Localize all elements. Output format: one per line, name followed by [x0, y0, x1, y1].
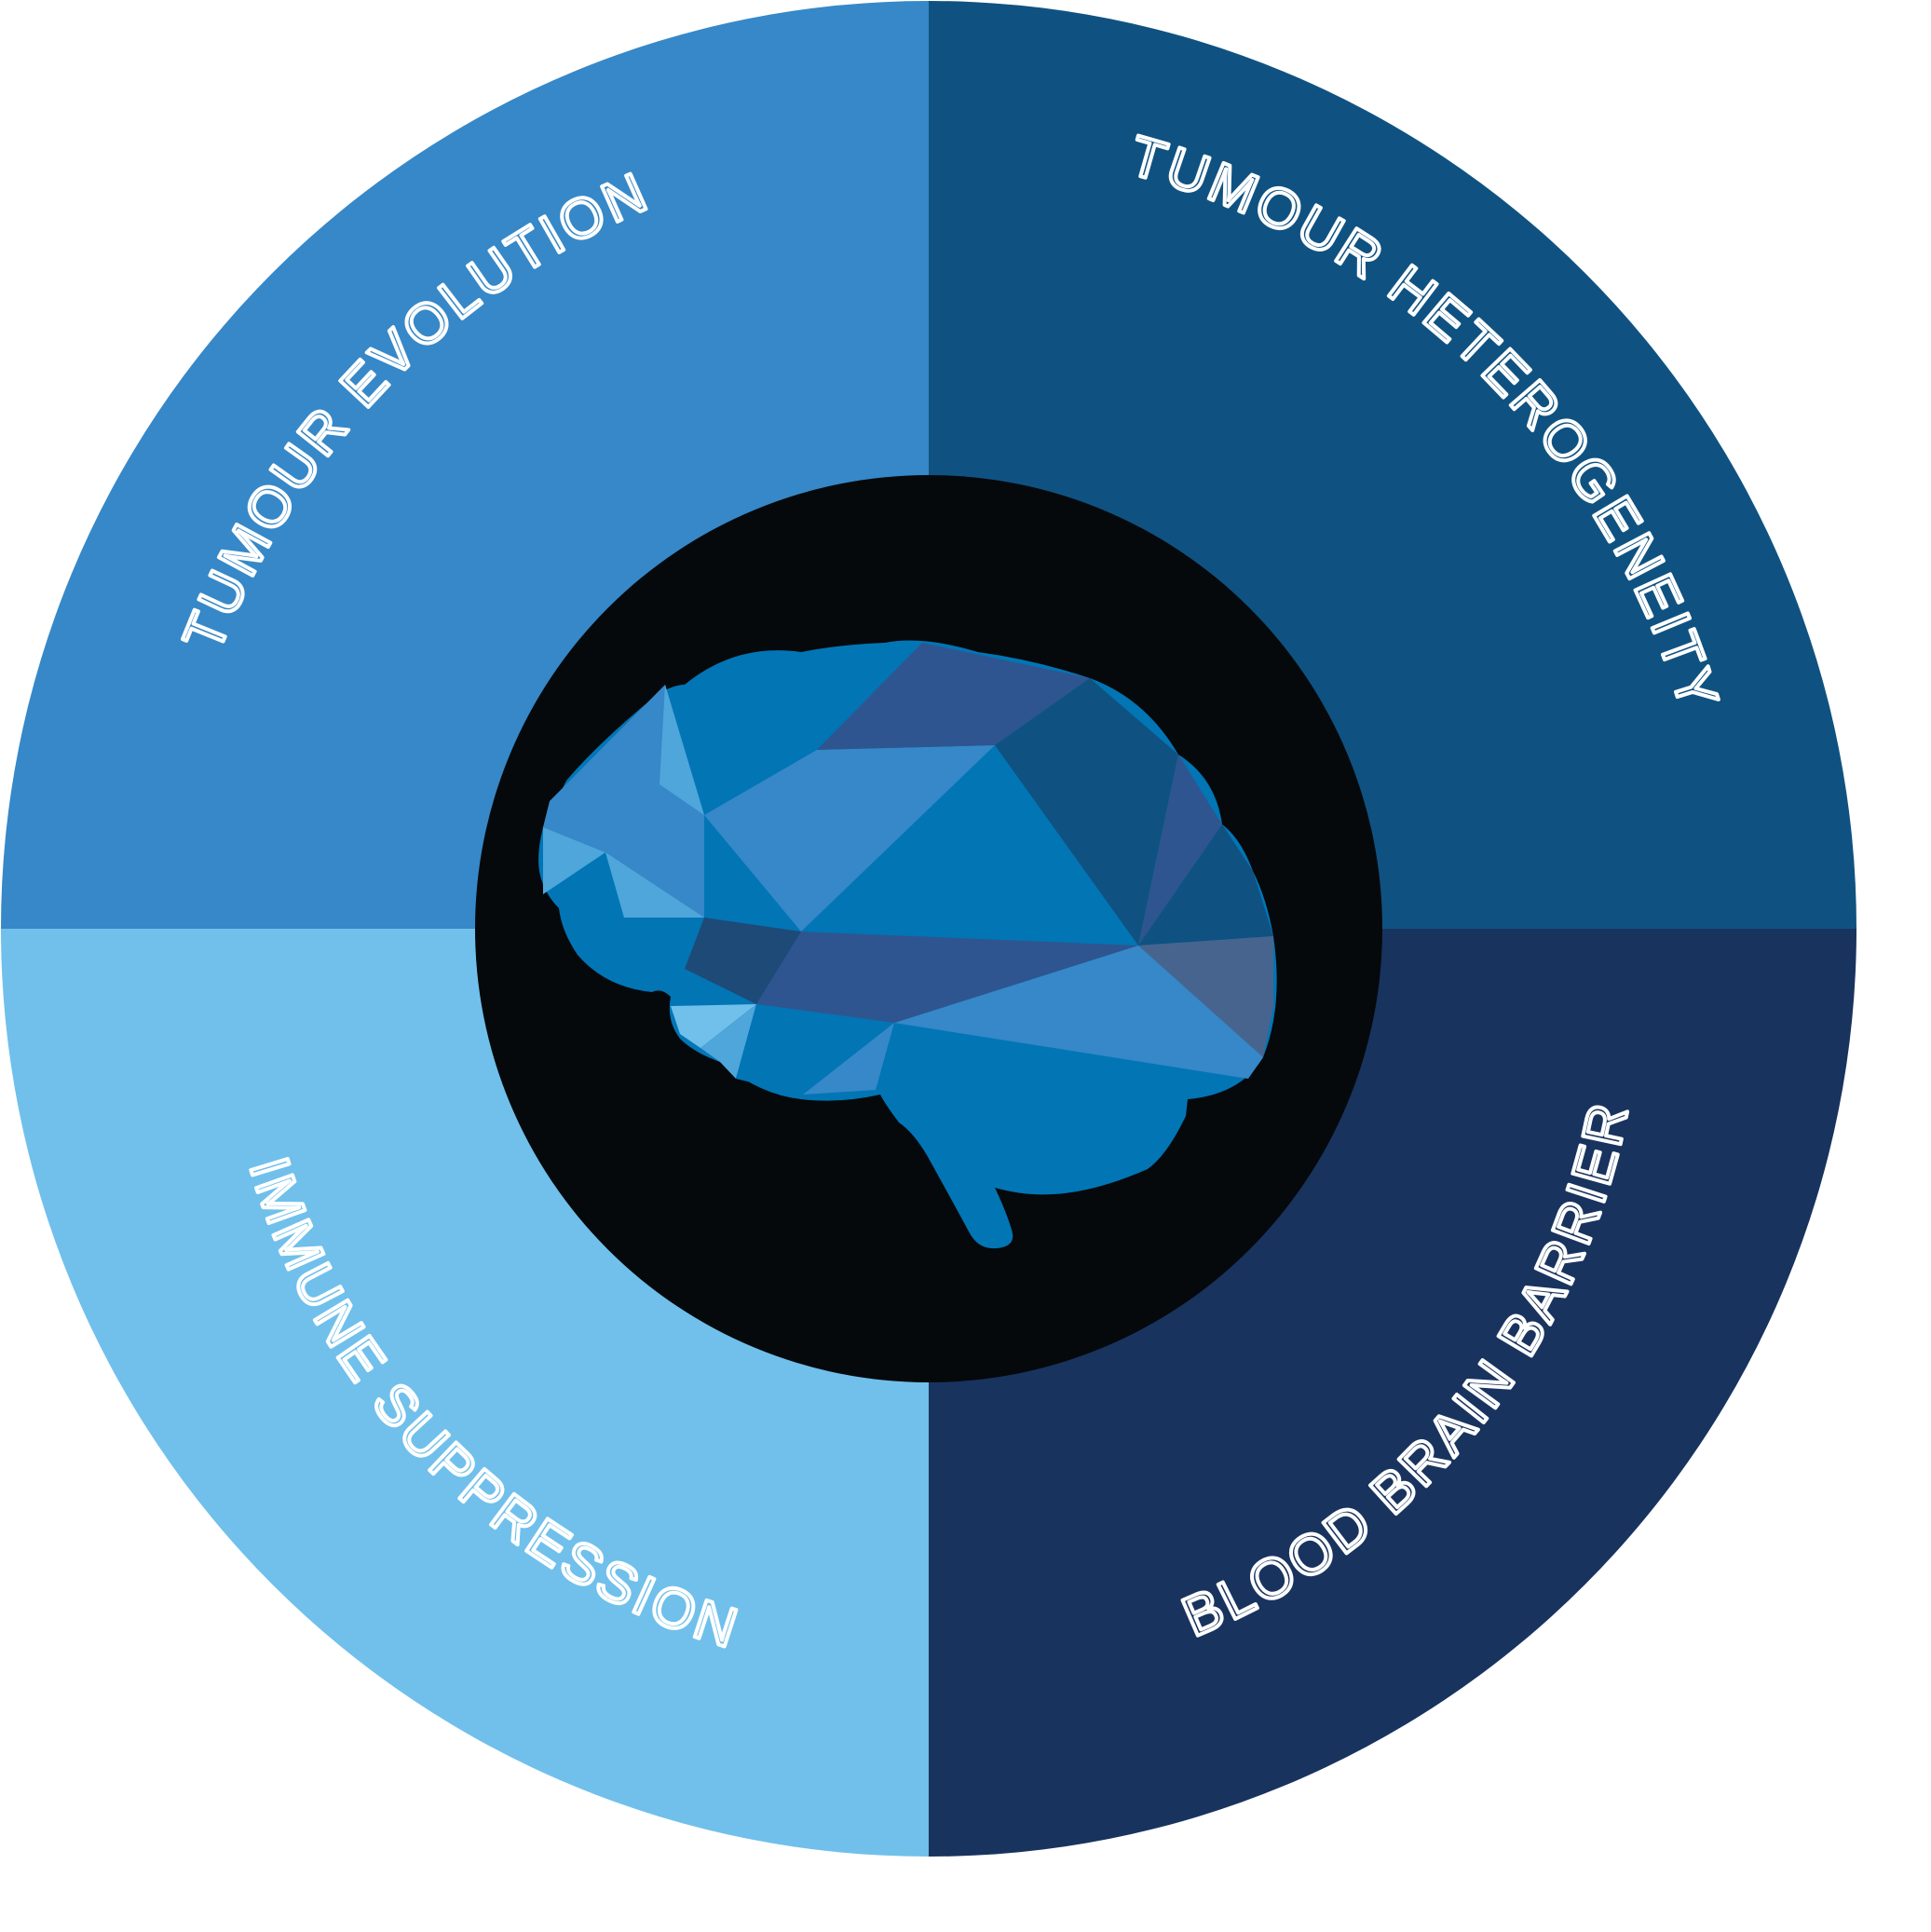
- strategy-wheel-diagram: TUMOUR EVOLUTION TUMOUR HETEROGENEITY IM…: [0, 0, 1931, 1932]
